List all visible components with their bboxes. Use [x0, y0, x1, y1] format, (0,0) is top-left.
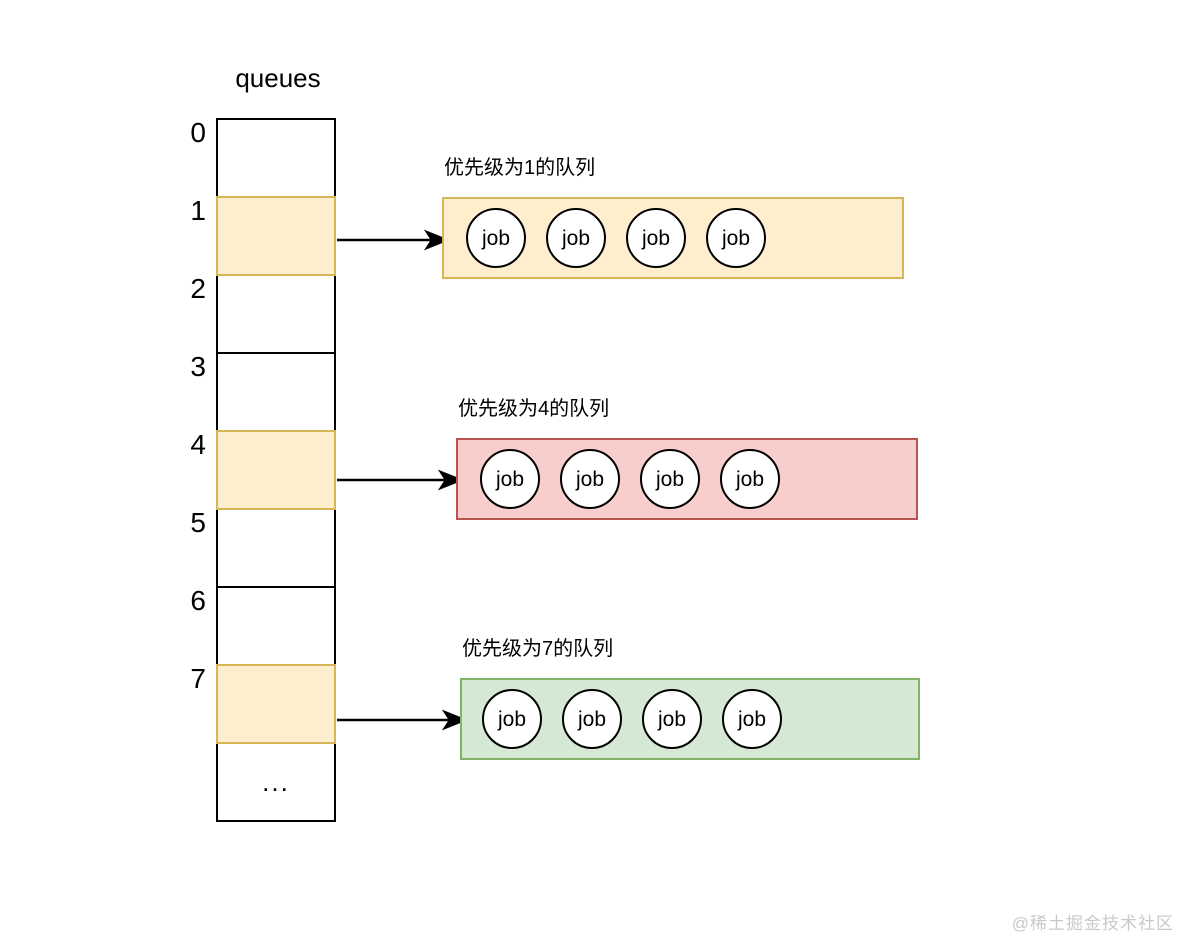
queue-index-0: 0 — [190, 117, 206, 148]
job-node[interactable]: job — [482, 689, 542, 749]
job-node[interactable]: job — [562, 689, 622, 749]
queue-cell-1[interactable]: 1 — [190, 195, 336, 276]
queue-group-label-1: 优先级为1的队列 — [444, 157, 596, 179]
queue-box-7[interactable]: job job job job — [460, 678, 920, 760]
queue-cell-0[interactable]: 0 — [190, 117, 336, 198]
queue-index-6: 6 — [190, 585, 206, 616]
job-node[interactable]: job — [722, 689, 782, 749]
queue-index-1: 1 — [190, 195, 206, 226]
queue-group-label-4: 优先级为4的队列 — [458, 398, 610, 420]
queue-cell-4[interactable]: 4 — [190, 429, 336, 510]
queue-cell-7[interactable]: 7 — [190, 663, 336, 744]
job-node[interactable]: job — [642, 689, 702, 749]
queues-array: 0 1 2 3 4 5 6 7 ... — [190, 117, 336, 822]
watermark: @稀土掘金技术社区 — [1011, 914, 1174, 933]
queue-cell-3[interactable]: 3 — [190, 351, 336, 432]
job-node[interactable]: job — [560, 449, 620, 509]
queue-index-3: 3 — [190, 351, 206, 382]
job-node[interactable]: job — [546, 208, 606, 268]
job-node[interactable]: job — [706, 208, 766, 268]
queue-index-7: 7 — [190, 663, 206, 694]
queue-cell-5[interactable]: 5 — [190, 507, 336, 588]
queue-group-label-7: 优先级为7的队列 — [462, 638, 614, 660]
job-node[interactable]: job — [640, 449, 700, 509]
queue-cell-6[interactable]: 6 — [190, 585, 336, 666]
queue-box-4[interactable]: job job job job — [456, 438, 918, 520]
job-node[interactable]: job — [626, 208, 686, 268]
queue-cell-2[interactable]: 2 — [190, 273, 336, 354]
job-node[interactable]: job — [480, 449, 540, 509]
queue-cell-overflow[interactable]: ... — [216, 742, 336, 822]
job-node[interactable]: job — [466, 208, 526, 268]
queue-cell-overflow-label: ... — [262, 766, 290, 797]
queue-box-1[interactable]: job job job job — [442, 197, 904, 279]
queue-index-2: 2 — [190, 273, 206, 304]
page-title: queues — [235, 63, 321, 93]
job-node[interactable]: job — [720, 449, 780, 509]
queue-index-4: 4 — [190, 429, 206, 460]
queue-index-5: 5 — [190, 507, 206, 538]
